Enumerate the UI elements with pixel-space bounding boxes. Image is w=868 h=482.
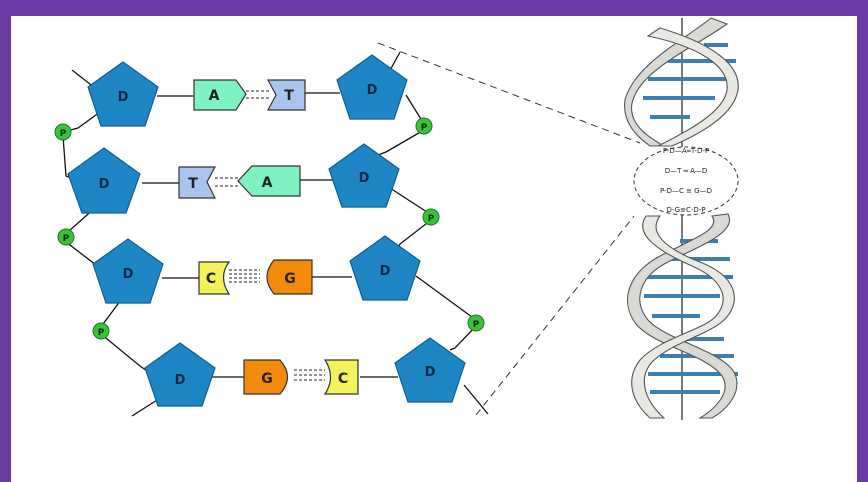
phosphate-3: P <box>57 228 75 246</box>
sugar-8: D <box>394 337 466 403</box>
helix-ribbons-bottom <box>627 213 738 419</box>
phosphate-1: P <box>54 123 72 141</box>
phosphate-label: P <box>60 129 67 139</box>
svg-text:T: T <box>188 176 198 192</box>
svg-text:C: C <box>338 371 348 387</box>
bases: A T T A C G G C <box>178 79 359 395</box>
phosphate-6: P <box>467 314 485 332</box>
phosphate-label: P <box>98 328 105 338</box>
phosphate-label: P <box>428 214 435 224</box>
phosphate-label: P <box>421 123 428 133</box>
right-backbone <box>377 51 489 415</box>
sugar-1: D <box>87 61 159 127</box>
base-adenine-2: A <box>237 165 301 197</box>
double-helix: P-D—A═T-D-P D—T ═ A—D P-D—C ≡ G—D D-G≡C-… <box>624 17 739 420</box>
zoom-guides <box>377 42 641 416</box>
sugar-label: D <box>123 267 134 282</box>
sugar-5: D <box>92 238 164 304</box>
phosphate-5: P <box>92 322 110 340</box>
svg-text:A: A <box>262 175 273 191</box>
sugar-2: D <box>336 54 408 120</box>
sugars: D D D D D D D D <box>67 54 466 407</box>
zoom-circle: P-D—A═T-D-P D—T ═ A—D P-D—C ≡ G—D D-G≡C-… <box>633 146 739 216</box>
svg-text:D-G≡C-D-P: D-G≡C-D-P <box>666 206 705 214</box>
hydrogen-bonds <box>215 90 325 381</box>
sugar-label: D <box>425 365 436 380</box>
sugar-label: D <box>118 90 129 105</box>
base-thymine-1: T <box>267 79 306 111</box>
phosphate-label: P <box>63 234 70 244</box>
base-cytosine-2: C <box>323 359 359 395</box>
sugar-3: D <box>67 147 141 214</box>
svg-text:P-D—C ≡ G—D: P-D—C ≡ G—D <box>660 187 712 195</box>
base-cytosine-1: C <box>198 261 231 295</box>
base-adenine-1: A <box>193 79 247 111</box>
svg-text:G: G <box>284 271 296 287</box>
rung-lines <box>142 92 398 378</box>
sugar-label: D <box>99 177 110 192</box>
base-thymine-2: T <box>178 166 216 199</box>
svg-text:A: A <box>209 88 220 104</box>
phosphates: P P P P P P <box>54 117 485 340</box>
sugar-label: D <box>359 171 370 186</box>
dna-ladder <box>62 51 489 417</box>
phosphate-label: P <box>473 320 480 330</box>
svg-text:D—T ═ A—D: D—T ═ A—D <box>665 167 708 175</box>
phosphate-2: P <box>415 117 433 135</box>
svg-text:P-D—A═T-D-P: P-D—A═T-D-P <box>663 147 709 155</box>
svg-text:G: G <box>261 371 273 387</box>
svg-text:C: C <box>206 271 216 287</box>
sugar-7: D <box>144 342 216 407</box>
base-guanine-2: G <box>243 359 289 395</box>
sugar-label: D <box>175 373 186 388</box>
svg-text:T: T <box>284 88 294 104</box>
phosphate-4: P <box>422 208 440 226</box>
helix-ribbons-top <box>624 17 739 147</box>
sugar-6: D <box>349 235 421 301</box>
base-guanine-1: G <box>266 259 313 295</box>
helix-rungs-top <box>643 43 736 119</box>
sugar-4: D <box>328 143 400 208</box>
sugar-label: D <box>367 83 378 98</box>
sugar-label: D <box>380 264 391 279</box>
